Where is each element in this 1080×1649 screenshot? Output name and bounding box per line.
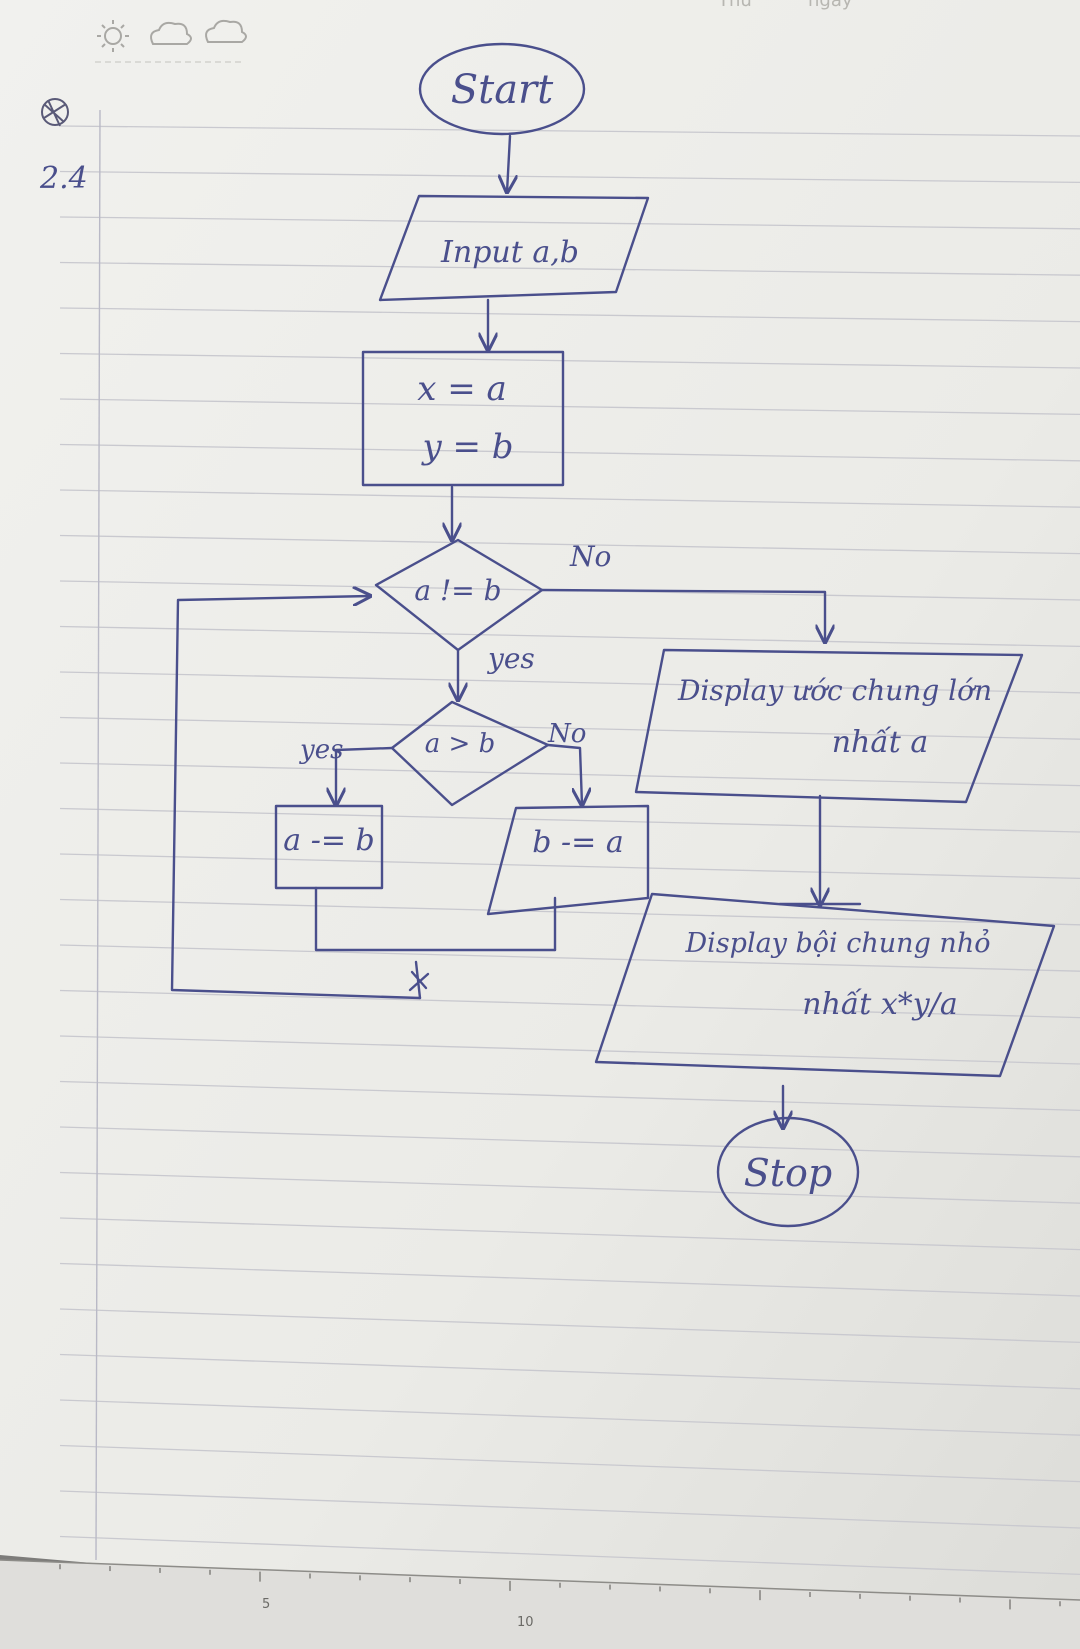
start-label: Start <box>451 67 554 113</box>
stop-terminator <box>716 1116 860 1228</box>
ruler-strip: 5 10 <box>0 1559 1080 1649</box>
ruled-line <box>59 1353 1080 1390</box>
ruled-line <box>59 716 1080 740</box>
weekday-label: Thứ <box>717 0 753 11</box>
merge-left <box>314 886 557 952</box>
assign-y-label: y = b <box>420 427 513 467</box>
loop-back-line <box>170 596 422 1000</box>
subtract-b-box <box>486 804 650 916</box>
exercise-number: 2.4 <box>39 161 88 196</box>
arrow-start-input <box>507 134 510 192</box>
ruled-line <box>59 898 1080 926</box>
arrow-compare-yes <box>336 746 394 805</box>
ruled-line <box>59 1035 1080 1065</box>
subtract-b-label: b -= a <box>532 825 623 860</box>
ruled-line <box>59 1444 1080 1483</box>
ruled-line <box>59 398 1080 416</box>
sun-icon <box>97 20 129 52</box>
yes-label-loop: yes <box>486 642 535 675</box>
ruler-mark-5: 5 <box>262 1597 270 1612</box>
weather-icons <box>97 19 247 52</box>
input-box <box>378 194 650 302</box>
ruled-line <box>59 1171 1080 1204</box>
ruled-line <box>59 170 1080 184</box>
ruled-line <box>59 261 1080 276</box>
ruled-line <box>59 989 1080 1019</box>
assign-x-label: x = a <box>417 369 507 409</box>
ruler-mark-10: 10 <box>517 1615 534 1630</box>
display-lcm-line2: nhất x*y/a <box>802 987 957 1022</box>
no-label-loop: No <box>569 540 611 573</box>
ruled-line <box>59 762 1080 787</box>
ruled-line <box>59 307 1080 323</box>
ruled-line <box>59 1399 1080 1436</box>
compare-condition-label: a > b <box>425 729 495 759</box>
stop-label: Stop <box>744 1151 833 1195</box>
loop-condition-label: a != b <box>414 574 501 607</box>
ruled-line <box>59 489 1080 508</box>
ruled-line <box>59 1262 1080 1297</box>
subtract-a-label: a -= b <box>283 823 374 858</box>
input-label: Input a,b <box>440 235 579 270</box>
display-gcd-box <box>634 648 1024 804</box>
ruled-line <box>59 1490 1080 1529</box>
arrow-compare-no <box>546 743 582 805</box>
margin-line <box>95 109 101 1561</box>
ruler-ticks <box>59 1564 1061 1610</box>
ruled-line <box>59 625 1080 648</box>
ruled-line <box>59 1217 1080 1251</box>
flowchart-labels: Start Input a,b x = a y = b a != b No ye… <box>283 67 992 1195</box>
ruled-line <box>59 671 1080 694</box>
ruled-line <box>59 1126 1080 1158</box>
display-gcd-line2: nhất a <box>832 725 929 760</box>
ruler-edge <box>0 1559 1080 1601</box>
margin-scribble-icon <box>41 98 69 127</box>
ruled-line <box>59 125 1080 137</box>
display-lcm-line1: Display bội chung nhỏ <box>685 927 991 959</box>
start-terminator <box>418 42 586 136</box>
ruled-line <box>59 352 1080 369</box>
loop-back-mark <box>408 960 430 1000</box>
display-lcm-box <box>594 892 1056 1078</box>
ruled-line <box>59 853 1080 880</box>
date-label: ngày <box>808 0 853 11</box>
ruled-line <box>59 1308 1080 1344</box>
rain-cloud-icon <box>150 21 192 45</box>
ruled-line <box>59 534 1080 555</box>
no-label-compare: No <box>547 719 586 749</box>
yes-label-compare: yes <box>299 735 343 765</box>
ruled-line <box>59 216 1080 230</box>
cloud-icon <box>205 19 247 43</box>
assign-box <box>361 350 565 487</box>
ruled-line <box>59 1080 1080 1112</box>
arrow-loop-no <box>540 588 825 642</box>
subtract-a-box <box>274 804 384 890</box>
ruler-body <box>0 1560 1080 1649</box>
ruled-line <box>59 1535 1080 1576</box>
display-gcd-line1: Display ước chung lớn <box>677 674 992 707</box>
compare-decision <box>390 700 550 807</box>
flowchart <box>170 42 1056 1228</box>
ruled-line <box>59 944 1080 972</box>
ruled-line <box>59 807 1080 833</box>
ruled-line <box>59 443 1080 462</box>
